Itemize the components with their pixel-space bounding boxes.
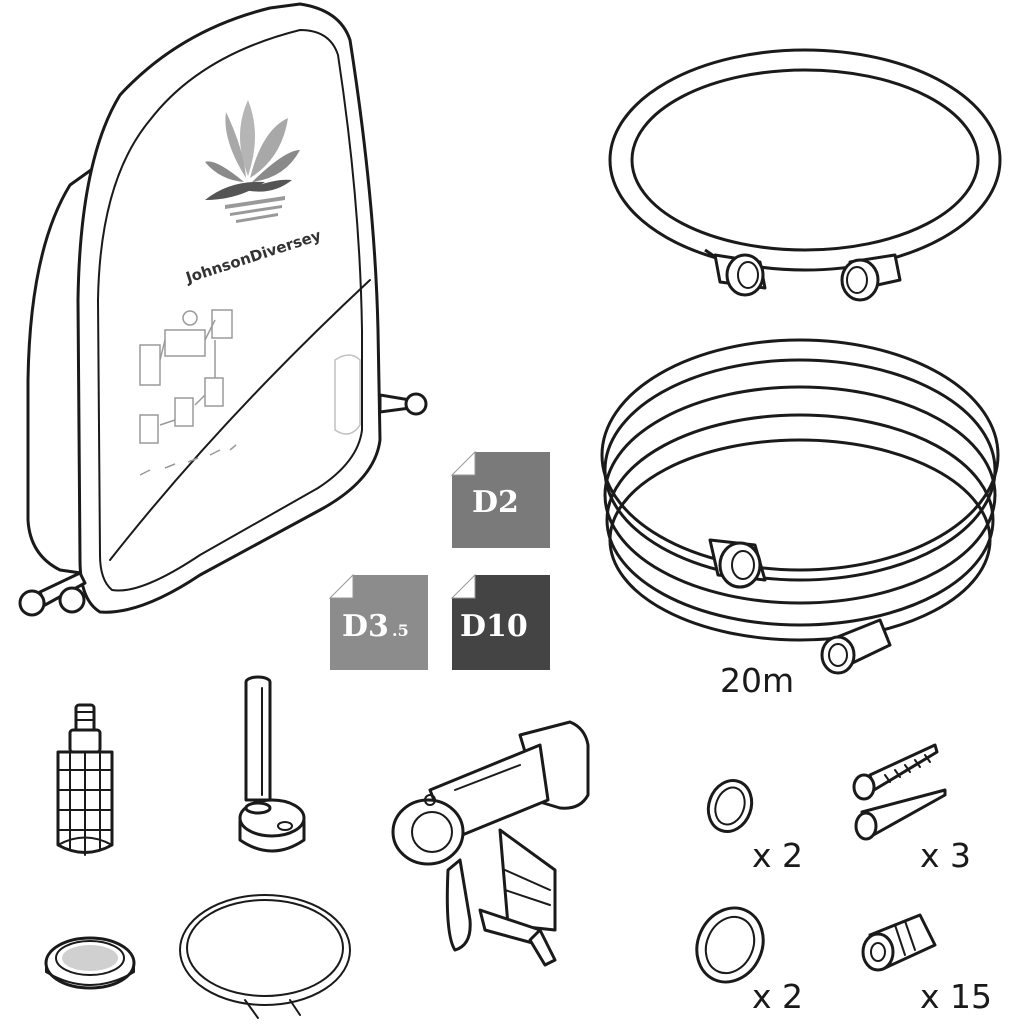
- hose-fitting-inner: [708, 538, 767, 589]
- dilution-tag-d3-5: D3 .5: [328, 573, 428, 670]
- small-o-ring-quantity: x 2: [752, 836, 803, 875]
- tube-connector: [861, 913, 937, 972]
- dilution-tag-d10: D10: [450, 573, 550, 670]
- screw-and-plug: [852, 743, 947, 841]
- tag-d3-sub: .5: [392, 621, 409, 640]
- hose-fitting-end: [820, 618, 892, 675]
- tag-d3-label: D3: [342, 609, 389, 644]
- dispenser-unit: JohnsonDiversey: [18, 2, 428, 617]
- connector-quantity: x 15: [920, 977, 992, 1016]
- spray-gun: [391, 720, 590, 967]
- hose-fitting-left: [713, 253, 767, 297]
- hose-fitting-right: [840, 253, 902, 302]
- suction-tube: [238, 675, 306, 853]
- tag-d10-label: D10: [460, 609, 528, 644]
- filter-disc: [44, 936, 136, 990]
- small-o-ring: [706, 779, 754, 833]
- screw-quantity: x 3: [920, 836, 971, 875]
- large-o-ring-quantity: x 2: [752, 977, 803, 1016]
- lotus-logo-icon: [205, 100, 300, 223]
- strainer: [56, 703, 114, 856]
- long-hose: [600, 338, 1000, 675]
- control-panel-diagram: [139, 309, 237, 476]
- short-hose: [608, 48, 1002, 302]
- tag-d2-label: D2: [472, 485, 519, 520]
- hose-length-label: 20m: [720, 661, 794, 700]
- dilution-tag-d2: D2: [450, 450, 550, 548]
- large-o-ring: [695, 906, 765, 984]
- coiled-tubing: [179, 894, 351, 1019]
